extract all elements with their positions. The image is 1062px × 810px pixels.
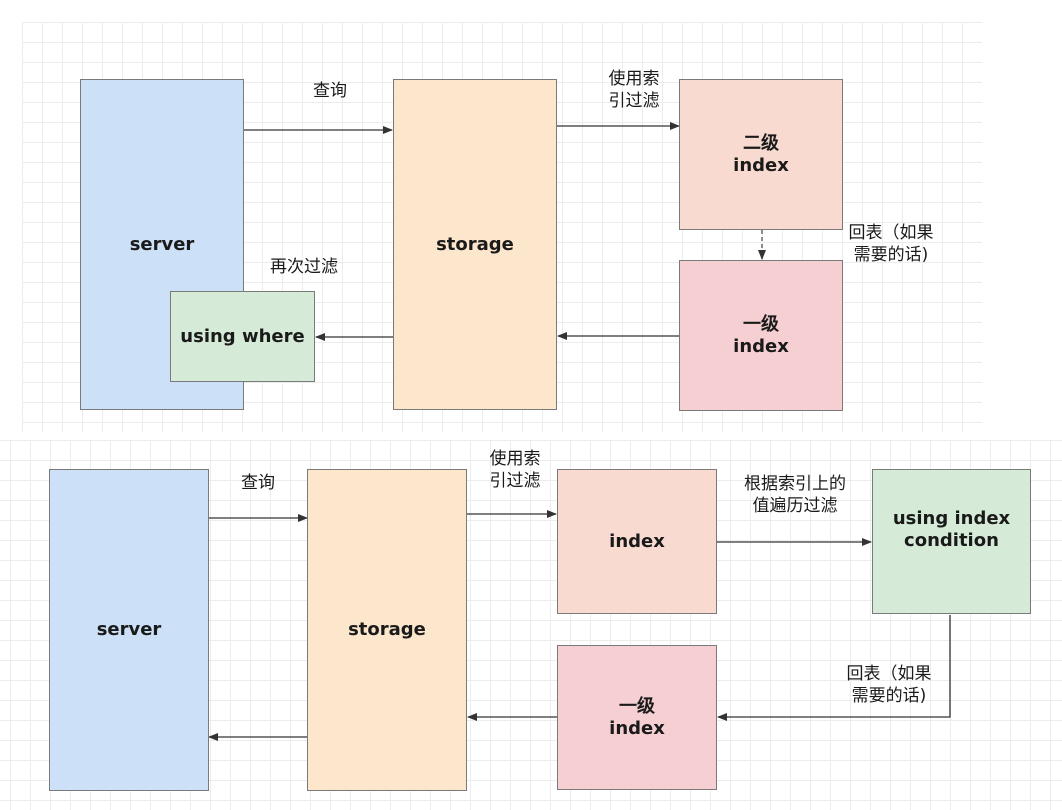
using-where-node: using where <box>170 291 315 382</box>
storage-node: storage <box>393 79 557 410</box>
secondary-index-node: 二级 index <box>679 79 843 230</box>
primary-index-node: 一级 index <box>679 260 843 411</box>
filter-again-label: 再次过滤 <box>270 257 338 277</box>
query-label-bottom: 查询 <box>241 473 275 493</box>
query-label: 查询 <box>313 81 347 101</box>
table-lookup-label: 回表（如果 需要的话) <box>848 223 934 265</box>
edge-condition-to-primary-index <box>717 615 951 721</box>
index-filter-label: 使用索 引过滤 <box>608 69 660 111</box>
storage-node-bottom: storage <box>307 469 467 791</box>
traverse-filter-label: 根据索引上的 值遍历过滤 <box>744 474 846 516</box>
index-node-bottom: index <box>557 469 717 614</box>
using-index-condition-node: using index condition <box>872 469 1031 614</box>
index-filter-label-bottom: 使用索 引过滤 <box>489 449 541 491</box>
primary-index-node-bottom: 一级 index <box>557 645 717 790</box>
table-lookup-label-bottom: 回表（如果 需要的话) <box>846 664 932 706</box>
server-node-bottom: server <box>49 469 209 791</box>
